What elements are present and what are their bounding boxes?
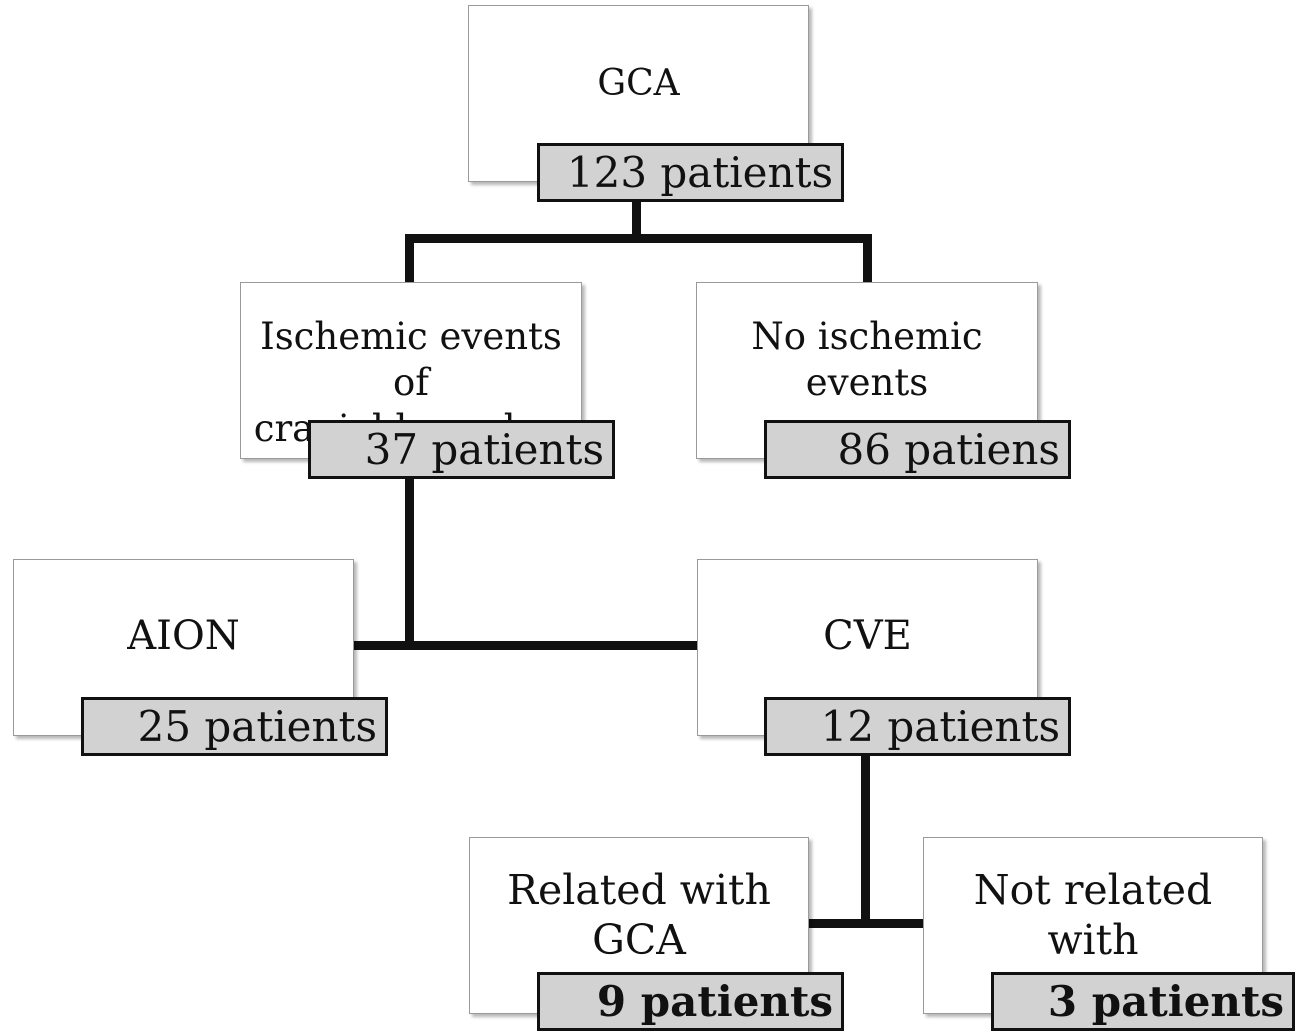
- connector-level3-bar: [808, 919, 926, 928]
- node-gca-label: GCA: [597, 63, 680, 104]
- node-no-ischemic-events-label: No ischemic events: [751, 315, 983, 404]
- connector-cve-stem: [861, 756, 870, 928]
- node-cve-label: CVE: [823, 613, 912, 659]
- node-aion-label: AION: [127, 613, 240, 659]
- node-aion-count: 25 patients: [81, 697, 388, 756]
- connector-gca-stem: [632, 200, 641, 242]
- connector-to-no-ischemic: [863, 234, 872, 282]
- connector-level1-bar: [405, 234, 872, 243]
- node-cve-count: 12 patients: [764, 697, 1071, 756]
- node-not-related-with-gca-count: 3 patients: [991, 972, 1295, 1031]
- node-gca-count: 123 patients: [537, 143, 844, 202]
- node-no-ischemic-events-count: 86 patiens: [764, 420, 1071, 479]
- connector-level2-bar: [354, 641, 698, 650]
- connector-to-ischemic: [405, 234, 414, 282]
- node-ischemic-events-count: 37 patients: [308, 420, 615, 479]
- node-related-with-gca-label: Related with GCA: [507, 866, 771, 964]
- node-related-with-gca-count: 9 patients: [537, 972, 844, 1031]
- connector-ischemic-stem: [405, 478, 414, 650]
